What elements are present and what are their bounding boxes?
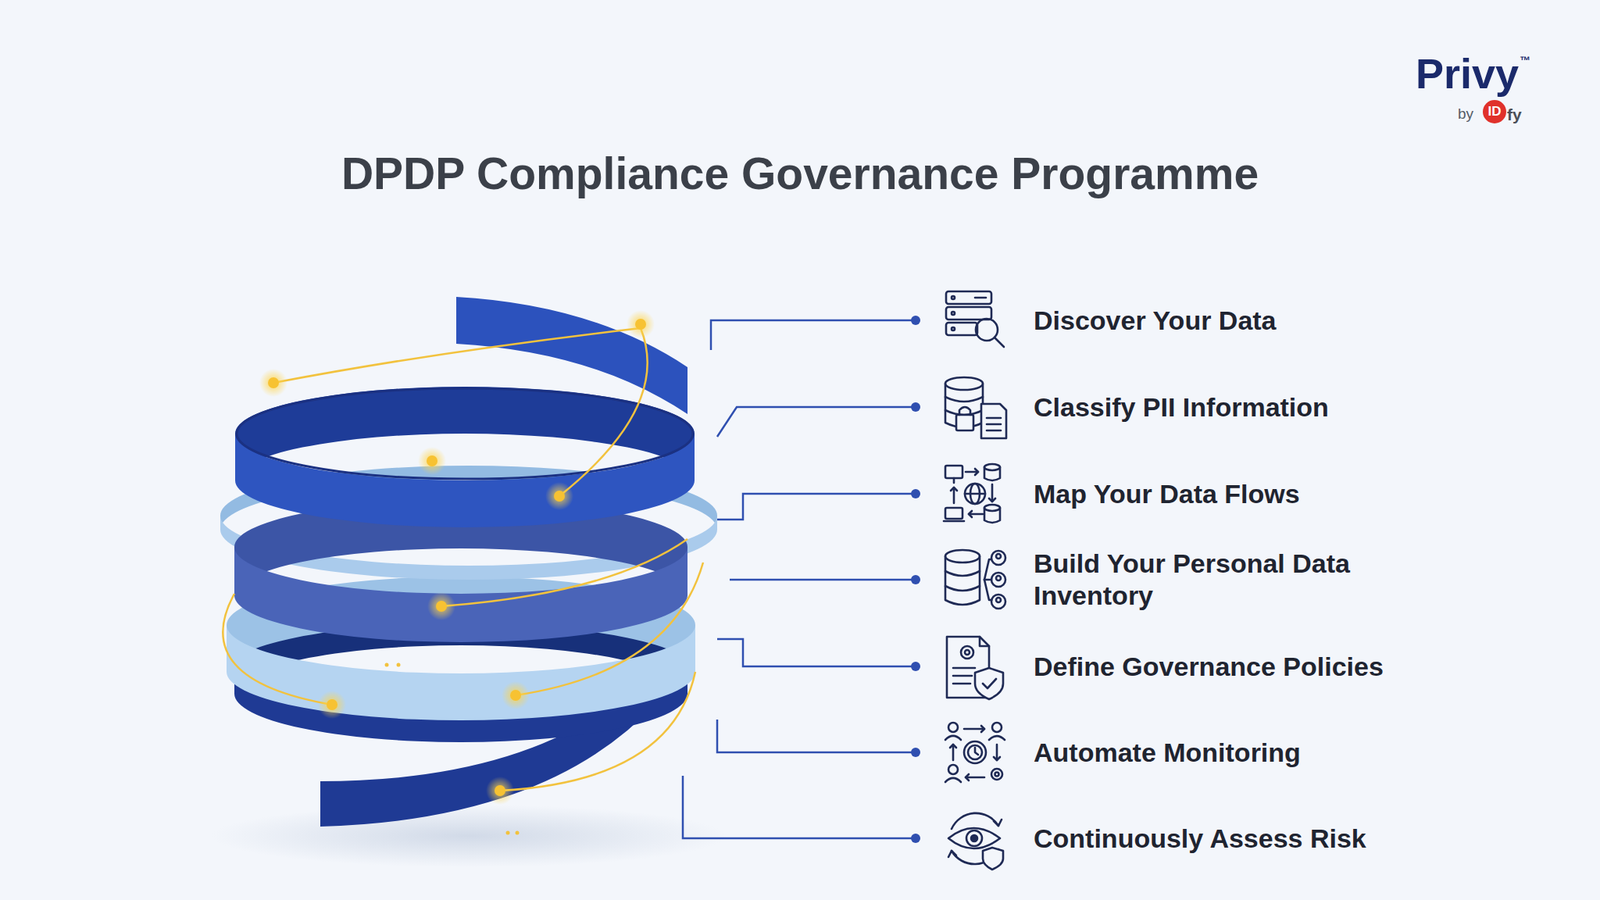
glow [501, 681, 530, 710]
trademark: ™ [1519, 53, 1531, 67]
glow [545, 482, 574, 511]
ribbon-front [235, 433, 695, 528]
diagram-title: DPDP Compliance Governance Programme [0, 147, 1600, 200]
orbit-dot [267, 377, 279, 389]
glow [417, 446, 447, 475]
orbit-dot [635, 318, 647, 330]
step-label: Classify PII Information [1033, 391, 1329, 424]
glow [259, 368, 288, 397]
ribbon-edge [236, 388, 693, 479]
orbit-dot [435, 600, 447, 612]
orbit-line [273, 328, 641, 383]
step-label: Continuously Assess Risk [1033, 822, 1367, 855]
sparkle [396, 663, 401, 668]
icons [943, 291, 1007, 870]
brand-mark: fy [1507, 105, 1522, 125]
glow [317, 690, 347, 719]
ribbon-back [235, 386, 695, 481]
step-label: Define Governance Policies [1033, 650, 1384, 683]
leader-lines [682, 320, 916, 839]
orbit-dot [326, 699, 338, 711]
step-label: Discover Your Data [1033, 304, 1277, 337]
step-label: Automate Monitoring [1033, 736, 1301, 769]
orbit-line [559, 328, 648, 497]
brand-mark: ID [1488, 103, 1502, 120]
orbit-dot [426, 455, 438, 467]
ribbon-front [234, 546, 688, 643]
orbit-dot [510, 689, 522, 701]
orbit-line [500, 671, 696, 791]
logo-circle [1482, 100, 1507, 124]
step-label: Build Your Personal Data Inventory [1033, 547, 1378, 612]
glow [485, 776, 515, 805]
orbit-line [515, 562, 704, 696]
orbit-dot [494, 785, 506, 797]
sparkle [506, 831, 511, 836]
orbit-line [222, 593, 333, 705]
brand-by: by [1457, 105, 1474, 123]
step-label: Map Your Data Flows [1033, 478, 1300, 511]
brand-name: Privy [1415, 49, 1519, 98]
glow [427, 592, 456, 621]
glow [626, 310, 655, 339]
sparkle [385, 663, 390, 668]
shadow [210, 804, 727, 868]
spiral-illustration [220, 296, 718, 836]
orbit-dot [553, 490, 565, 502]
sparkle [515, 831, 520, 836]
leader-dots [910, 315, 921, 843]
orbit-line [441, 539, 688, 607]
